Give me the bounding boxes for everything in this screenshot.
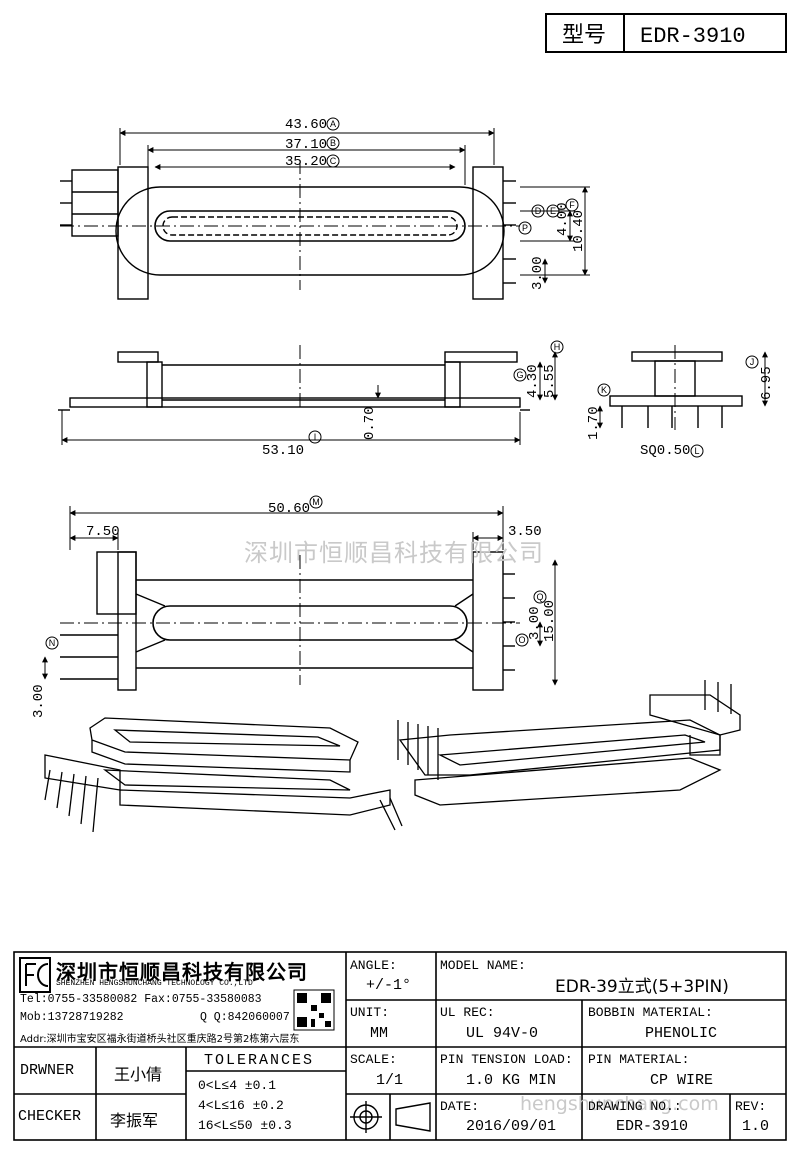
iso-view-left (44, 717, 403, 833)
ul-rec-value: UL 94V-0 (466, 1025, 539, 1042)
balloon-a: A (330, 119, 336, 129)
balloon-p: P (522, 223, 528, 233)
dim-a: 43.60 (285, 117, 327, 133)
iso-view-right (397, 680, 741, 806)
dim-o: 7.50 (86, 524, 120, 540)
balloon-f: F (569, 200, 575, 210)
balloon-k: K (601, 385, 607, 395)
balloon-markers: A B C D E F G H I J K L M N O P Q (45, 117, 759, 650)
watermark: 深圳市恒顺昌科技有限公司 (244, 539, 544, 567)
unit-label: UNIT: (350, 1005, 390, 1020)
watermark-url: hengshunchang.com (520, 1093, 719, 1115)
drawer-label: DRWNER (20, 1062, 75, 1079)
bobbin-material-label: BOBBIN MATERIAL: (588, 1005, 713, 1020)
checker-label: CHECKER (18, 1108, 82, 1125)
ul-rec-label: UL REC: (440, 1005, 495, 1020)
scale-value: 1/1 (376, 1072, 404, 1089)
angle-label: ANGLE: (350, 958, 397, 973)
balloon-i: I (314, 432, 317, 442)
pin-material-label: PIN MATERIAL: (588, 1052, 690, 1067)
company-mob: Mob:13728719282 (20, 1011, 124, 1024)
balloon-m: M (312, 497, 320, 507)
balloon-q: Q (536, 592, 543, 602)
balloon-d: D (535, 206, 542, 216)
pin-tension-value: 1.0 KG MIN (466, 1072, 557, 1089)
model-name-value: EDR-39立式(5+3PIN) (555, 977, 729, 997)
balloon-l: L (694, 446, 699, 456)
dim-n: 50.60 (268, 501, 310, 517)
balloon-c: C (330, 156, 337, 166)
scale-label: SCALE: (350, 1052, 397, 1067)
balloon-o: O (518, 635, 525, 645)
tolerances-label: TOLERANCES (204, 1052, 315, 1069)
drawer-value: 王小倩 (114, 1065, 163, 1084)
drawing-no-value: EDR-3910 (616, 1118, 689, 1135)
qr-code (293, 989, 335, 1031)
balloon-h: H (554, 342, 561, 352)
pin-tension-label: PIN TENSION LOAD: (440, 1052, 573, 1067)
dim-k: 6.95 (759, 366, 775, 400)
model-name-label: MODEL NAME: (440, 958, 526, 973)
model-box: 型号 EDR-3910 (545, 13, 787, 53)
view-bottom (42, 506, 558, 691)
company-name-en: SHENZHEN HENGSHUNCHANG TECHNOLOGY CO.,LT… (56, 979, 253, 988)
view-end (597, 345, 768, 430)
company-logo (19, 957, 51, 993)
dim-h: 5.55 (542, 364, 558, 398)
dim-j: 53.10 (262, 443, 304, 459)
model-box-value: EDR-3910 (640, 24, 746, 49)
tolerance-row-3: 16<L≤50 ±0.3 (198, 1118, 292, 1133)
company-address: Addr:深圳市宝安区福永街道桥头社区重庆路2号第2栋第六层东 (20, 1034, 300, 1045)
dim-e: 10.40 (571, 210, 587, 252)
dim-p: 3.50 (508, 524, 542, 540)
pin-material-value: CP WIRE (650, 1072, 714, 1089)
bobbin-material-value: PHENOLIC (645, 1025, 718, 1042)
dim-l: 1.70 (586, 406, 602, 440)
tolerance-row-1: 0<L≤4 ±0.1 (198, 1078, 277, 1093)
model-box-label: 型号 (562, 23, 606, 48)
projection-symbol-icon (350, 1101, 431, 1133)
tolerance-row-2: 4<L≤16 ±0.2 (198, 1098, 284, 1113)
balloon-b: B (330, 138, 336, 148)
company-qq: Q Q:842060007 (200, 1011, 290, 1024)
unit-value: MM (370, 1025, 389, 1042)
angle-value: +/-1° (366, 977, 412, 994)
balloon-e: E (550, 206, 556, 216)
view-side (58, 345, 558, 445)
dim-s: 3.00 (31, 684, 47, 718)
dim-r: 15.00 (542, 600, 558, 642)
balloon-g: G (516, 370, 523, 380)
view-top (60, 128, 590, 300)
company-tel: Tel:0755-33580082 Fax:0755-33580083 (20, 993, 262, 1006)
checker-value: 李振军 (110, 1111, 159, 1130)
dim-m: SQ0.50 (640, 443, 690, 459)
rev-value: 1.0 (742, 1118, 770, 1135)
company-name-cn: 深圳市恒顺昌科技有限公司 (56, 960, 308, 984)
drawing-no-label: DRAWING NO.: (588, 1099, 682, 1114)
dim-g: 4.30 (525, 364, 541, 398)
dim-f: 3.00 (530, 256, 546, 290)
title-block-frame (13, 951, 787, 1141)
balloon-n: N (49, 638, 56, 648)
dim-i: 0.70 (362, 406, 378, 440)
dim-b: 37.10 (285, 137, 327, 153)
dim-q: 3.00 (527, 606, 543, 640)
balloon-j: J (750, 357, 755, 367)
date-value: 2016/09/01 (466, 1118, 557, 1135)
date-label: DATE: (440, 1099, 480, 1114)
dim-c: 35.20 (285, 154, 327, 170)
rev-label: REV: (735, 1099, 767, 1114)
